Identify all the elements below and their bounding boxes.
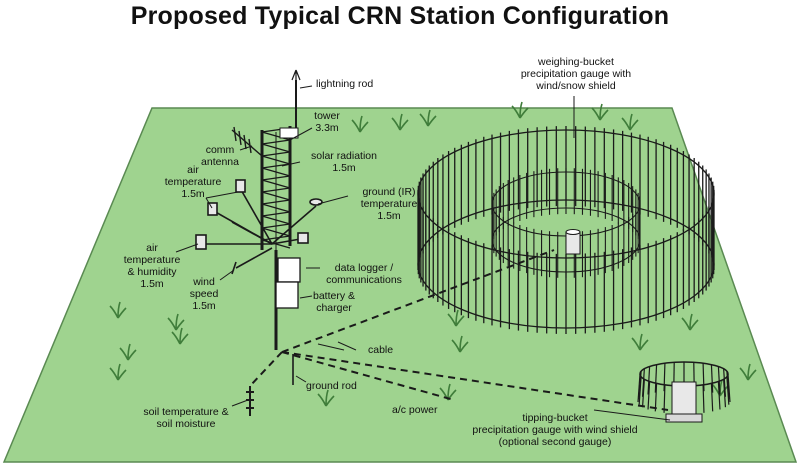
grass-tufts [109,101,757,407]
cables [249,249,669,411]
label-lightning-rod: lightning rod [316,78,374,90]
label-air-temperature: air temperature 1.5m [164,164,222,200]
enclosures [275,257,301,309]
leader-lines [175,85,671,421]
label-ground-rod: ground rod [306,380,357,392]
diagram-title: Proposed Typical CRN Station Configurati… [130,2,670,30]
label-battery-charger: battery & charger [312,290,356,314]
label-comm-antenna: comm antenna [201,144,239,168]
solar-panel [279,127,299,139]
sensor-arms [195,179,323,275]
label-weighing-bucket: weighing-bucket precipitation gauge with… [520,56,632,92]
label-cable: cable [368,344,394,356]
tipping-bucket-gauge [637,361,731,423]
label-data-logger: data logger / communications [326,262,402,286]
weighing-bucket-gauge [565,229,581,255]
label-air-temperature-humidity: air temperature & humidity 1.5m [123,242,181,290]
label-soil: soil temperature & soil moisture [143,406,229,430]
label-tipping-bucket: tipping-bucket precipitation gauge with … [472,412,638,448]
comm-antenna [231,126,263,157]
label-ground-ir-temperature: ground (IR) temperature 1.5m [360,186,418,222]
label-ac-power: a/c power [392,404,438,416]
data-logger-box [277,257,301,283]
label-solar-radiation: solar radiation 1.5m [311,150,377,174]
inner-wind-fence [491,168,641,278]
battery-box [275,281,299,309]
label-tower: tower 3.3m [314,110,340,134]
label-wind-speed: wind speed 1.5m [189,276,219,312]
